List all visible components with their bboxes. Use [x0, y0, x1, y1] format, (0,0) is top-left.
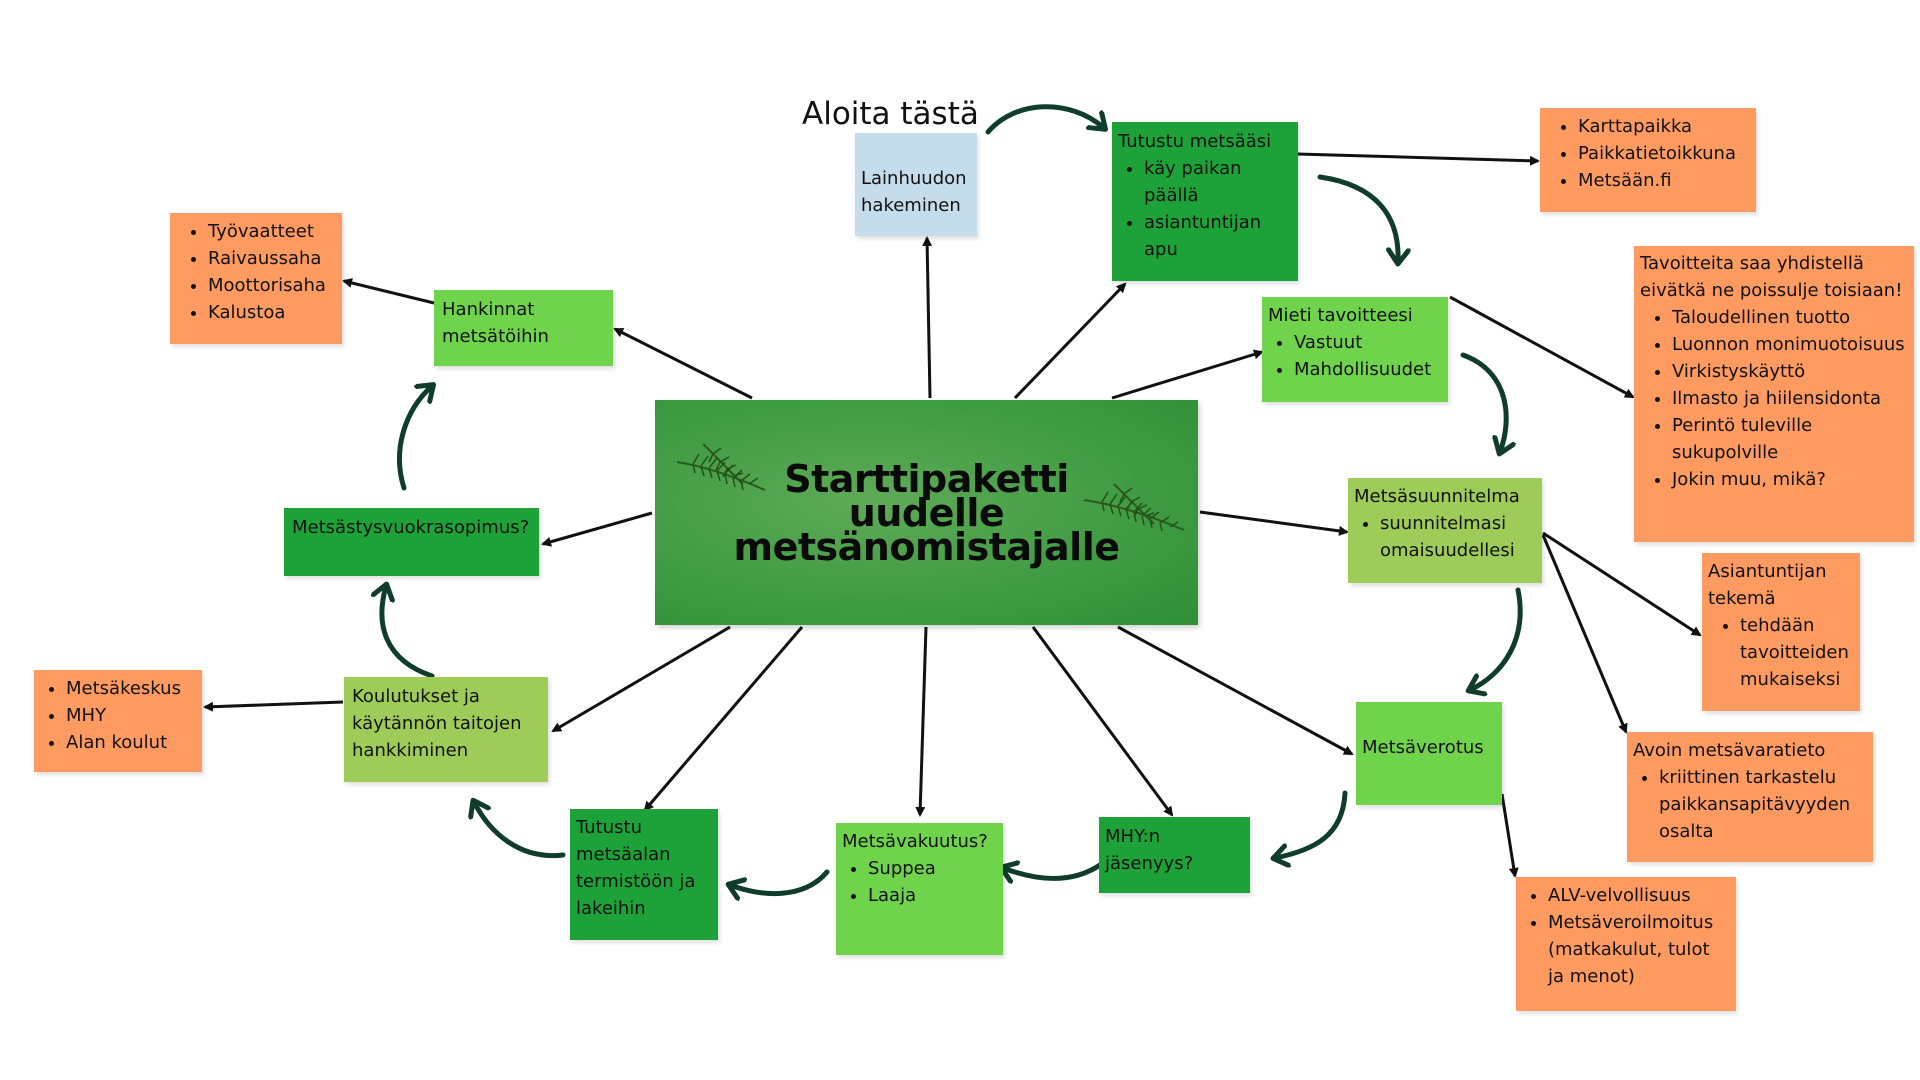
list-item: Paikkatietoikkuna: [1578, 140, 1750, 167]
flow-arrow-verotus-mhy: [1275, 790, 1348, 858]
connector-center-tutustu: [1013, 282, 1127, 400]
flow-arrow-vakuutus-termisto: [730, 869, 830, 894]
alv-node: ALV-velvollisuus Metsäveroilmoitus (matk…: [1516, 877, 1736, 1011]
pine-branch-icon: [1083, 483, 1185, 532]
connector-center-metsastys: [541, 511, 653, 547]
list-item: Virkistyskäyttö: [1672, 358, 1908, 385]
koulutukset-node: Koulutukset ja käytännön taitojen hankki…: [344, 677, 548, 782]
list-item: Mahdollisuudet: [1294, 356, 1442, 383]
connector-suunnitelma-avoin: [1541, 534, 1628, 734]
metsavakuutus-heading: Metsävakuutus?: [842, 831, 988, 852]
metsastys-node: Metsästysvuokrasopimus?: [284, 508, 539, 576]
connector-hankinnat-tyovaatteet: [342, 278, 435, 305]
connector-center-mhy: [1031, 626, 1174, 817]
center-node: Starttipaketti uudelle metsänomistajalle: [655, 400, 1198, 625]
karttapaikka-node: Karttapaikka Paikkatietoikkuna Metsään.f…: [1540, 108, 1756, 212]
connector-center-metsaverotus: [1117, 625, 1354, 756]
metsasuunnitelma-heading: Metsäsuunnitelma: [1354, 486, 1520, 507]
list-item: Perintö tuleville sukupolville: [1672, 412, 1908, 466]
list-item: Luonnon monimuotoisuus: [1672, 331, 1908, 358]
center-title: Starttipaketti uudelle metsänomistajalle: [655, 457, 1198, 569]
center-title-line: metsänomistajalle: [733, 525, 1121, 569]
mieti-tavoitteesi-heading: Mieti tavoitteesi: [1268, 305, 1413, 326]
tavoitteita-node: Tavoitteita saa yhdistellä eivätkä ne po…: [1634, 246, 1914, 542]
connector-suunnitelma-asiantuntija: [1542, 531, 1702, 637]
metsasuunnitelma-node: Metsäsuunnitelma suunnitelmasi omaisuude…: [1348, 478, 1542, 583]
mieti-tavoitteesi-node: Mieti tavoitteesi Vastuut Mahdollisuudet: [1262, 297, 1448, 402]
termisto-node: Tutustu metsäalan termistöön ja lakeihin: [570, 809, 718, 940]
list-item: Laaja: [868, 882, 997, 909]
connector-koulutukset-metsakeskus: [203, 700, 344, 712]
list-item: suunnitelmasi omaisuudellesi: [1380, 510, 1536, 564]
metsavakuutus-node: Metsävakuutus? Suppea Laaja: [836, 823, 1003, 955]
connector-center-termisto: [643, 626, 804, 812]
metsaverotus-node: Metsäverotus: [1356, 702, 1502, 805]
connector-center-hankinnat: [613, 327, 753, 400]
connector-center-lainhuudon: [922, 236, 933, 399]
flow-arrow-termisto-koulutukset: [474, 802, 566, 859]
list-item: käy paikan päällä: [1144, 155, 1292, 209]
list-item: Metsään.fi: [1578, 167, 1750, 194]
list-item: Taloudellinen tuotto: [1672, 304, 1908, 331]
list-item: Suppea: [868, 855, 997, 882]
list-item: Työvaatteet: [208, 218, 336, 245]
list-item: Karttapaikka: [1578, 113, 1750, 140]
metsaverotus-text: Metsäverotus: [1362, 737, 1484, 758]
tyovaatteet-node: Työvaatteet Raivaussaha Moottorisaha Kal…: [170, 213, 342, 344]
connector-center-vakuutus: [915, 626, 928, 817]
tavoitteita-heading: Tavoitteita saa yhdistellä eivätkä ne po…: [1640, 253, 1903, 301]
metsastys-text: Metsästysvuokrasopimus?: [292, 517, 530, 538]
list-item: MHY: [66, 702, 196, 729]
koulutukset-text: Koulutukset ja käytännön taitojen hankki…: [352, 686, 522, 761]
list-item: Metsäkeskus: [66, 675, 196, 702]
list-item: Kalustoa: [208, 299, 336, 326]
list-item: Alan koulut: [66, 729, 196, 756]
connector-center-metsasuunnitelma: [1199, 510, 1349, 536]
list-item: Jokin muu, mikä?: [1672, 466, 1908, 493]
mhy-jasenyys-node: MHY:n jäsenyys?: [1099, 817, 1250, 893]
center-title-line: uudelle: [848, 491, 1005, 535]
connector-center-mieti: [1111, 349, 1264, 400]
flow-arrow-tutustu-mieti: [1317, 174, 1398, 262]
list-item: asiantuntijan apu: [1144, 209, 1292, 263]
list-item: Ilmasto ja hiilensidonta: [1672, 385, 1908, 412]
mhy-jasenyys-text: MHY:n jäsenyys?: [1105, 826, 1194, 874]
flow-arrow-suunnitelma-verotus: [1470, 587, 1523, 690]
hankinnat-text: Hankinnat metsätöihin: [442, 299, 549, 347]
connector-verotus-alv: [1500, 793, 1519, 878]
lainhuudon-text: Lainhuudon hakeminen: [861, 168, 967, 216]
list-item: ALV-velvollisuus: [1548, 882, 1730, 909]
flow-arrow-start: [985, 104, 1104, 135]
connector-mieti-tavoitteita: [1449, 295, 1635, 399]
lainhuudon-node: Lainhuudon hakeminen: [855, 133, 977, 236]
flow-arrow-mhy-vakuutus: [1003, 865, 1103, 879]
list-item: Moottorisaha: [208, 272, 336, 299]
list-item: Metsäveroilmoitus (matkakulut, tulot ja …: [1548, 909, 1730, 990]
connector-tutustu-karttapaikka: [1296, 152, 1540, 166]
termisto-text: Tutustu metsäalan termistöön ja lakeihin: [576, 817, 696, 919]
avoin-metsavaratieto-node: Avoin metsävaratieto kriittinen tarkaste…: [1627, 732, 1873, 862]
tutustu-metsaasi-node: Tutustu metsääsi käy paikan päällä asian…: [1112, 122, 1298, 281]
connector-center-koulutukset: [551, 625, 731, 733]
tutustu-metsaasi-heading: Tutustu metsääsi: [1118, 131, 1272, 152]
flow-arrow-koulutukset-metsastys: [382, 586, 435, 679]
flow-arrow-metsastys-hankinnat: [397, 386, 432, 491]
center-title-line: Starttipaketti: [784, 457, 1069, 501]
asiantuntijan-tekema-heading: Asiantuntijan tekemä: [1708, 561, 1827, 609]
list-item: tehdään tavoitteiden mukaiseksi: [1740, 612, 1854, 693]
metsakeskus-node: Metsäkeskus MHY Alan koulut: [34, 670, 202, 772]
flow-arrow-mieti-suunnitelma: [1460, 352, 1506, 452]
asiantuntijan-tekema-node: Asiantuntijan tekemä tehdään tavoitteide…: [1702, 553, 1860, 711]
list-item: Vastuut: [1294, 329, 1442, 356]
list-item: kriittinen tarkastelu paikkansapitävyyde…: [1659, 764, 1867, 845]
start-label: Aloita tästä: [802, 96, 979, 132]
list-item: Raivaussaha: [208, 245, 336, 272]
pine-branch-icon: [676, 443, 766, 491]
hankinnat-node: Hankinnat metsätöihin: [434, 290, 613, 366]
avoin-metsavaratieto-heading: Avoin metsävaratieto: [1633, 740, 1826, 761]
